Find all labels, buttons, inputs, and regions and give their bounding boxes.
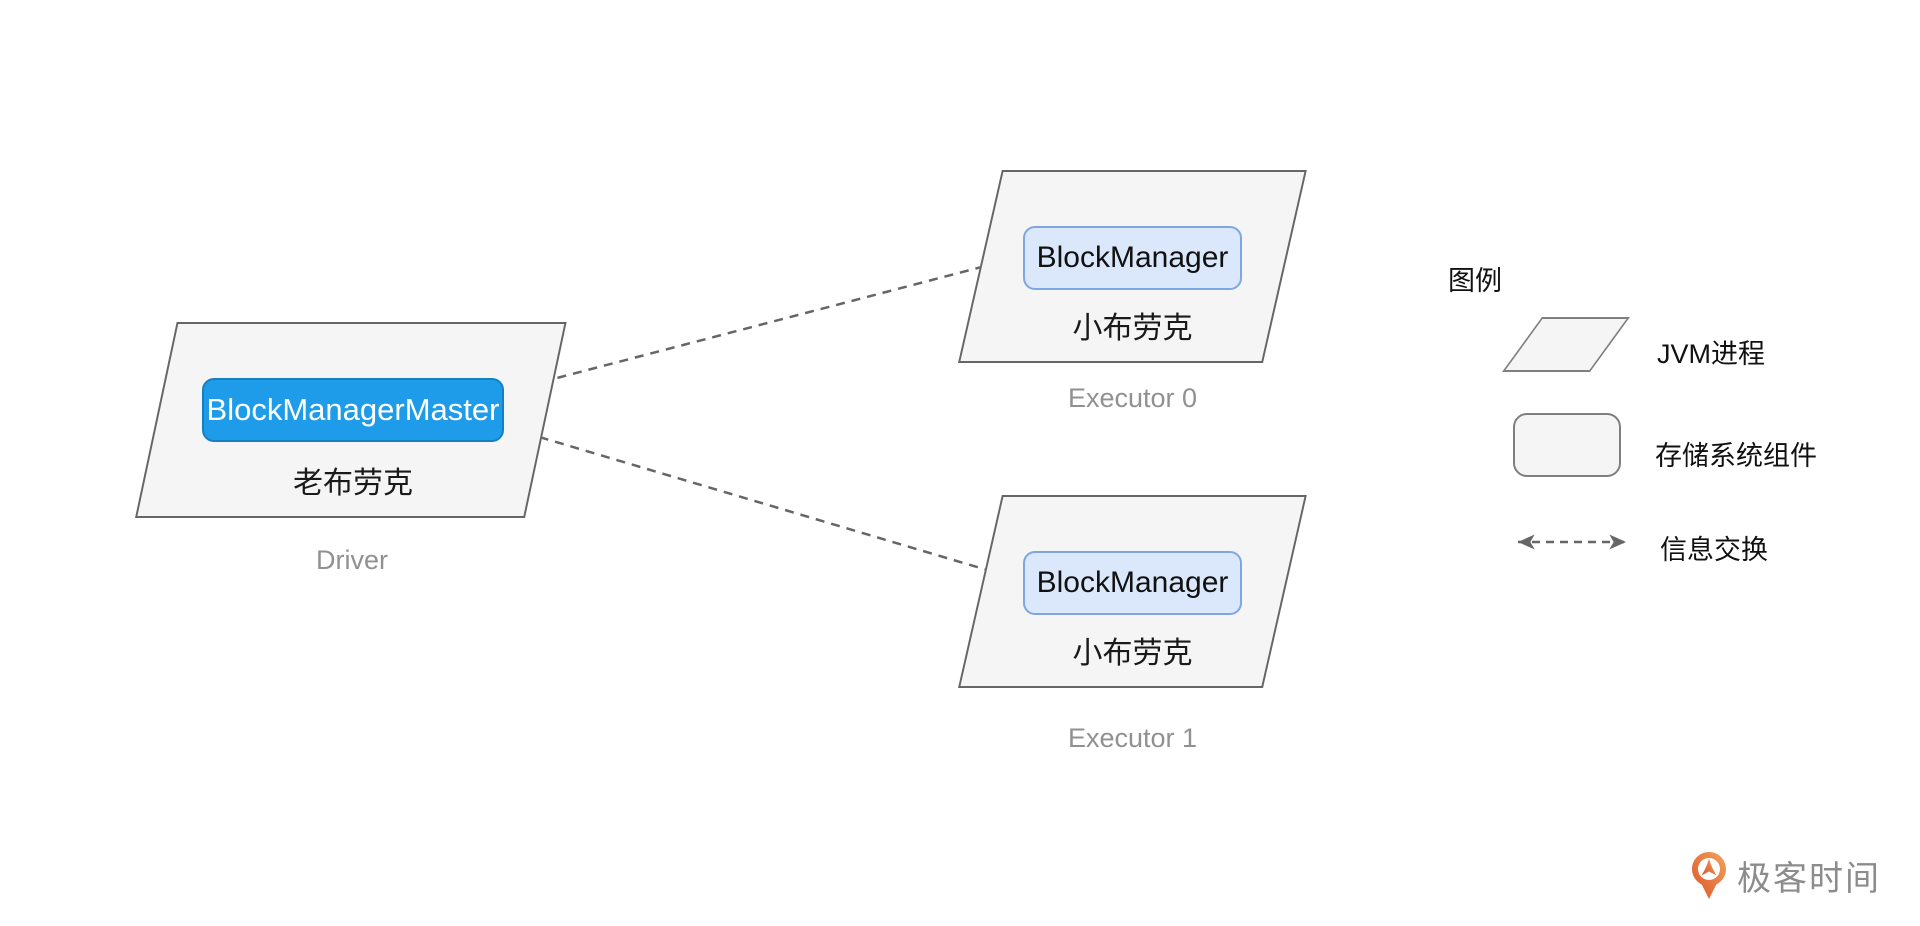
driver-caption: Driver: [316, 545, 388, 575]
executor1-caption: Executor 1: [1067, 723, 1198, 753]
geektime-logo: 极客时间: [1692, 851, 1881, 900]
executor1-blockmanager-node: BlockManager: [1023, 551, 1242, 615]
executor1-nickname: 小布劳克: [1072, 637, 1193, 670]
legend-rounded-rect-icon: [1513, 413, 1621, 477]
arrow-master-executor0: [510, 254, 1017, 394]
geektime-logo-text: 极客时间: [1737, 860, 1881, 898]
executor0-caption: Executor 0: [1067, 383, 1198, 413]
executor0-nickname: 小布劳克: [1072, 312, 1193, 345]
legend-title: 图例: [1448, 266, 1502, 296]
executor1-blockmanager-label: BlockManager: [1036, 566, 1229, 599]
legend-label-storage-component: 存储系统组件: [1655, 441, 1817, 471]
arrow-master-executor1: [508, 425, 1015, 581]
executor0-blockmanager-node: BlockManager: [1023, 226, 1242, 290]
legend-parallelogram-icon: [1502, 317, 1630, 372]
blockmanagermaster-label: BlockManagerMaster: [206, 392, 500, 427]
executor0-blockmanager-label: BlockManager: [1036, 241, 1229, 274]
legend-label-message-exchange: 信息交换: [1660, 535, 1768, 565]
blockmanagermaster-node: BlockManagerMaster: [202, 378, 504, 442]
legend-label-jvm-process: JVM进程: [1657, 339, 1765, 369]
driver-nickname: 老布劳克: [293, 467, 413, 500]
geektime-logo-icon: [1692, 851, 1726, 899]
